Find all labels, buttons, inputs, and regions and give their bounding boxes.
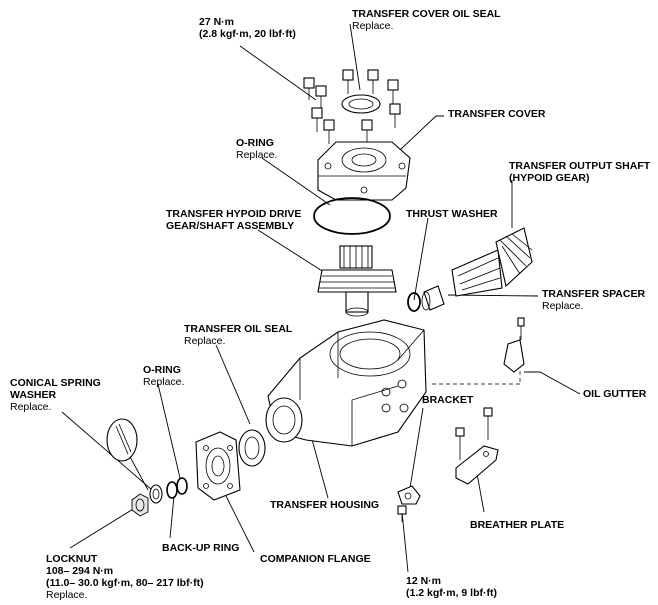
bracket-bolt <box>397 505 407 522</box>
label-note: Replace. <box>352 20 394 32</box>
label-title: TRANSFER COVER OIL SEAL <box>352 8 501 20</box>
label-subtitle: (HYPOID GEAR) <box>509 172 590 184</box>
torque-spec-cover-bolts: 27 N·m (2.8 kgf·m, 20 lbf·ft) <box>199 16 296 40</box>
label-subtitle: WASHER <box>10 389 57 401</box>
breather-plate <box>455 445 499 485</box>
label-locknut: LOCKNUT 108– 294 N·m (11.0– 30.0 kgf·m, … <box>46 553 204 601</box>
breather-bolts <box>455 407 493 460</box>
back-up-ring <box>166 481 178 499</box>
label-bracket: BRACKET <box>422 394 473 406</box>
transfer-cover <box>317 141 411 201</box>
label-companion-flange: COMPANION FLANGE <box>260 553 371 565</box>
oil-gutter <box>503 317 525 373</box>
label-note: Replace. <box>143 376 185 388</box>
label-back-up-ring: BACK-UP RING <box>162 542 239 554</box>
label-title: BRACKET <box>422 394 474 406</box>
thrust-washer <box>407 292 421 312</box>
label-title: LOCKNUT <box>46 553 98 565</box>
leader-lines <box>61 23 581 573</box>
label-title: BACK-UP RING <box>162 542 240 554</box>
label-transfer-cover: TRANSFER COVER <box>448 108 545 120</box>
label-o-ring-left: O-RING Replace. <box>143 364 184 388</box>
transfer-housing <box>265 319 521 447</box>
torque-spec-bracket-bolt: 12 N·m (1.2 kgf·m, 9 lbf·ft) <box>406 575 497 599</box>
torque-nm: 27 N·m <box>199 16 235 28</box>
label-title: OIL GUTTER <box>583 388 647 400</box>
label-conical-spring-washer: CONICAL SPRING WASHER Replace. <box>10 377 101 413</box>
torque-imperial: (1.2 kgf·m, 9 lbf·ft) <box>406 587 497 599</box>
label-title: TRANSFER SPACER <box>542 288 646 300</box>
label-title: TRANSFER OUTPUT SHAFT <box>509 160 651 172</box>
label-title: BREATHER PLATE <box>470 519 565 531</box>
label-transfer-output-shaft: TRANSFER OUTPUT SHAFT (HYPOID GEAR) <box>509 160 650 184</box>
left-o-ring <box>176 477 188 495</box>
label-o-ring-top: O-RING Replace. <box>236 137 277 161</box>
torque-imperial: (2.8 kgf·m, 20 lbf·ft) <box>199 28 296 40</box>
torque-nm: 108– 294 N·m <box>46 565 114 577</box>
label-thrust-washer: THRUST WASHER <box>406 208 498 220</box>
label-title: CONICAL SPRING <box>10 377 101 389</box>
torque-imperial: (11.0– 30.0 kgf·m, 80– 217 lbf·ft) <box>46 577 204 589</box>
label-title: THRUST WASHER <box>406 208 498 220</box>
label-note: Replace. <box>46 589 88 601</box>
bracket <box>397 485 421 505</box>
label-subtitle: GEAR/SHAFT ASSEMBLY <box>166 220 295 232</box>
label-breather-plate: BREATHER PLATE <box>470 519 564 531</box>
companion-flange <box>195 431 241 501</box>
label-hypoid-drive-gear: TRANSFER HYPOID DRIVE GEAR/SHAFT ASSEMBL… <box>166 208 301 232</box>
output-shaft <box>451 227 533 297</box>
label-title: TRANSFER HYPOID DRIVE <box>166 208 302 220</box>
label-note: Replace. <box>10 401 52 413</box>
label-title: TRANSFER COVER <box>448 108 546 120</box>
label-title: O-RING <box>143 364 181 376</box>
transfer-spacer <box>421 285 445 311</box>
label-title: TRANSFER OIL SEAL <box>184 323 293 335</box>
label-transfer-oil-seal: TRANSFER OIL SEAL Replace. <box>184 323 292 347</box>
label-transfer-cover-oil-seal: TRANSFER COVER OIL SEAL Replace. <box>352 8 501 32</box>
transfer-oil-seal <box>238 429 266 467</box>
label-title: O-RING <box>236 137 274 149</box>
label-transfer-housing: TRANSFER HOUSING <box>270 499 379 511</box>
label-note: Replace. <box>542 300 584 312</box>
label-oil-gutter: OIL GUTTER <box>583 388 646 400</box>
label-title: TRANSFER HOUSING <box>270 499 380 511</box>
cover-bolts <box>303 69 401 144</box>
cover-oil-seal <box>341 94 381 114</box>
top-o-ring <box>313 197 391 235</box>
conical-spring-washer <box>149 484 163 504</box>
label-transfer-spacer: TRANSFER SPACER Replace. <box>542 288 645 312</box>
torque-nm: 12 N·m <box>406 575 442 587</box>
washer-detail-callout <box>106 418 138 462</box>
label-title: COMPANION FLANGE <box>260 553 371 565</box>
locknut <box>131 493 149 517</box>
label-note: Replace. <box>184 335 226 347</box>
hypoid-drive-gear <box>317 245 397 317</box>
label-note: Replace. <box>236 149 278 161</box>
